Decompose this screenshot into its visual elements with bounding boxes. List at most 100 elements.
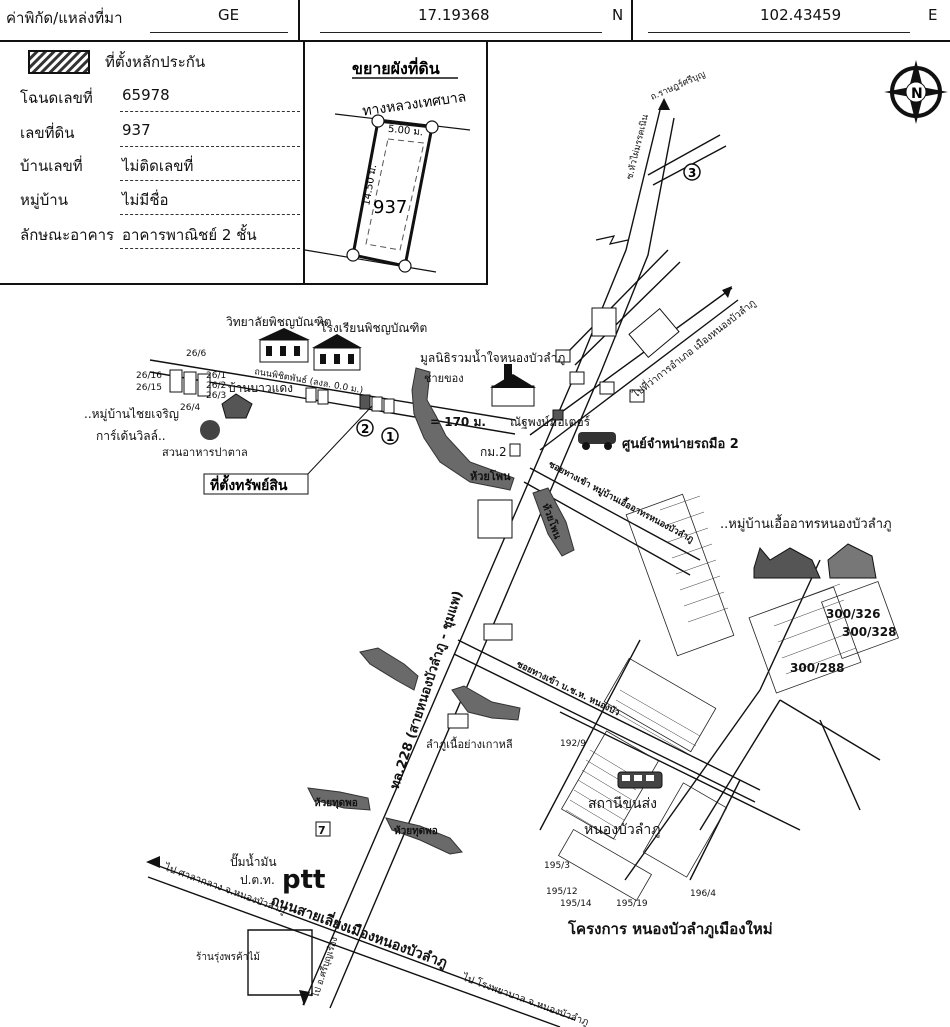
ptt-logo: ptt [282,865,325,895]
direction-arrows [146,98,732,1006]
northeast-arrow-icon [722,286,732,298]
car-icon [578,432,616,450]
marker-1: 1 [386,430,394,444]
creek-label-1: ห้วยโพน [470,469,511,483]
upper-road [574,261,681,366]
suan-ahan-label: สวนอาหารปาตาล [162,446,248,459]
internal-road [559,711,801,831]
north-compass-icon: N [884,60,948,124]
building-block [599,381,615,395]
lon-underline [648,32,910,33]
collateral-legend-swatch [28,50,90,74]
source-underline [150,32,288,33]
top-road-label-2: ซ.หัวไผ่มรรคเนิน [624,113,651,180]
parcel-number-dashline [120,146,300,147]
project-label: โครงการ หนองบัวลำภูเมืองใหม่ [567,919,773,939]
header-bottom-rule [0,40,950,42]
foundation-label: มูลนิธิรวมน้ำใจหนองบัวลำภู [420,349,565,366]
college-building-icon [258,328,310,363]
housing-block [625,493,735,657]
gas-station-label-1: ปั๊มน้ำมัน [230,853,277,869]
building-type-label: ลักษณะอาคาร [20,226,115,244]
soi-bus-south-edge [453,653,756,803]
village-houses-icon [753,543,877,579]
village-dashline [120,214,300,215]
km2-label: กม.2 [480,445,507,459]
garden-ville-label: การ์เด้นวิลล์.. [96,429,166,443]
house-300-328-label: 300/328 [842,625,896,639]
bus-icon [617,771,663,789]
property-callout: ที่ตั้งทรัพย์สิน [203,405,373,495]
creek-label-3: ห้วยทุดพอ [314,797,358,809]
building-block [628,307,680,359]
internal-road [819,719,861,811]
to-sri-label: ไป อ.ศรีบุญเรือง [310,936,340,1000]
to-hospital-label: ไป โรงพยาบาล จ.หนองบัวลำภู [460,970,591,1027]
building-block [569,371,585,385]
house-300-288-label: 300/288 [790,661,844,675]
creek-shape [451,685,521,721]
gas-station-label-2: ป.ต.ท. [240,873,275,887]
bypass-road-south-edge [147,876,561,1027]
map-labels: วิทยาลัยพิชญบัณฑิต โรงเรียนพิชญบัณฑิต มู… [84,68,896,1027]
house-300-326-label: 300/326 [826,607,880,621]
building-block [555,349,571,363]
sketch-panel-divider [486,40,488,285]
house-195-14-label: 195/14 [560,899,592,909]
housing-block [642,782,728,878]
sketch-title: ขยายผังที่ดิน [352,57,440,78]
compass-north-label: N [911,86,923,102]
sketch-width-dimension: 5.00 ม. [387,124,423,139]
phichit-road-south-edge [149,371,516,435]
school-label: โรงเรียนพิชญบัณฑิต [320,321,427,335]
housing-block [557,828,653,902]
house-195-3-label: 195/3 [544,861,570,871]
parcel-building-outline [365,138,425,251]
house-196-4-label: 196/4 [690,889,716,899]
church-icon [490,364,536,407]
house-26-15-label: 26/15 [136,383,162,393]
bus-station-label-1: สถานีขนส่ง [588,796,657,812]
housing-grids [557,493,899,902]
building-block [305,387,317,403]
coord-source-value: GE [218,6,240,24]
creeks [307,367,575,855]
shop-lot-outline [247,929,313,996]
parcel-sketch: ขยายผังที่ดิน ทางหลวงเทศบาล 5.00 ม. 14.5… [304,57,471,273]
collateral-legend-label: ที่ตั้งหลักประกัน [105,53,206,71]
parcel-corner-marker [371,114,385,128]
marker-2: 2 [361,422,369,436]
building-block [183,371,197,395]
housing-grid-lines [565,495,857,841]
house-192-9-label: 192/9 [560,739,586,749]
car-center-label: ศูนย์จำหน่ายรถมือ 2 [622,436,739,452]
lat-underline [320,32,602,33]
soi-bus-north-edge [457,639,761,791]
housing-block [603,657,717,753]
upper-road [564,249,669,356]
building-blocks [169,307,680,729]
house-icon [221,393,253,419]
house-26-3-label: 26/3 [206,391,226,401]
housing-block [560,730,660,840]
building-block [483,623,513,641]
house-26-16-label: 26/16 [136,371,162,381]
distance-label: = 170 ม. [430,415,486,429]
phichit-road-north-edge [149,359,516,421]
motor-label: ณัฐพงษ์มอเตอร์ [510,415,591,429]
bypass-road-north-edge [147,861,576,1021]
creek-shape [532,487,575,557]
header-divider-1 [298,0,300,40]
building-block [317,389,329,405]
km-post-icon [509,443,521,457]
college-label: วิทยาลัยพิชญบัณฑิต [226,315,332,329]
parcel-corner-marker [398,259,412,273]
housing-block [748,586,862,694]
building-block [591,307,617,337]
info-panel-bottom-rule [0,283,488,285]
parcel-number-label: เลขที่ดิน [20,124,75,142]
building-block [447,713,469,729]
village-chaicharoen-label: ..หมู่บ้านไชยเจริญ [84,407,179,422]
building-type-value: อาคารพาณิชย์ 2 ชั้น [122,226,257,244]
shop-label: ร้านรุ่งพรค้าไม้ [196,951,260,963]
